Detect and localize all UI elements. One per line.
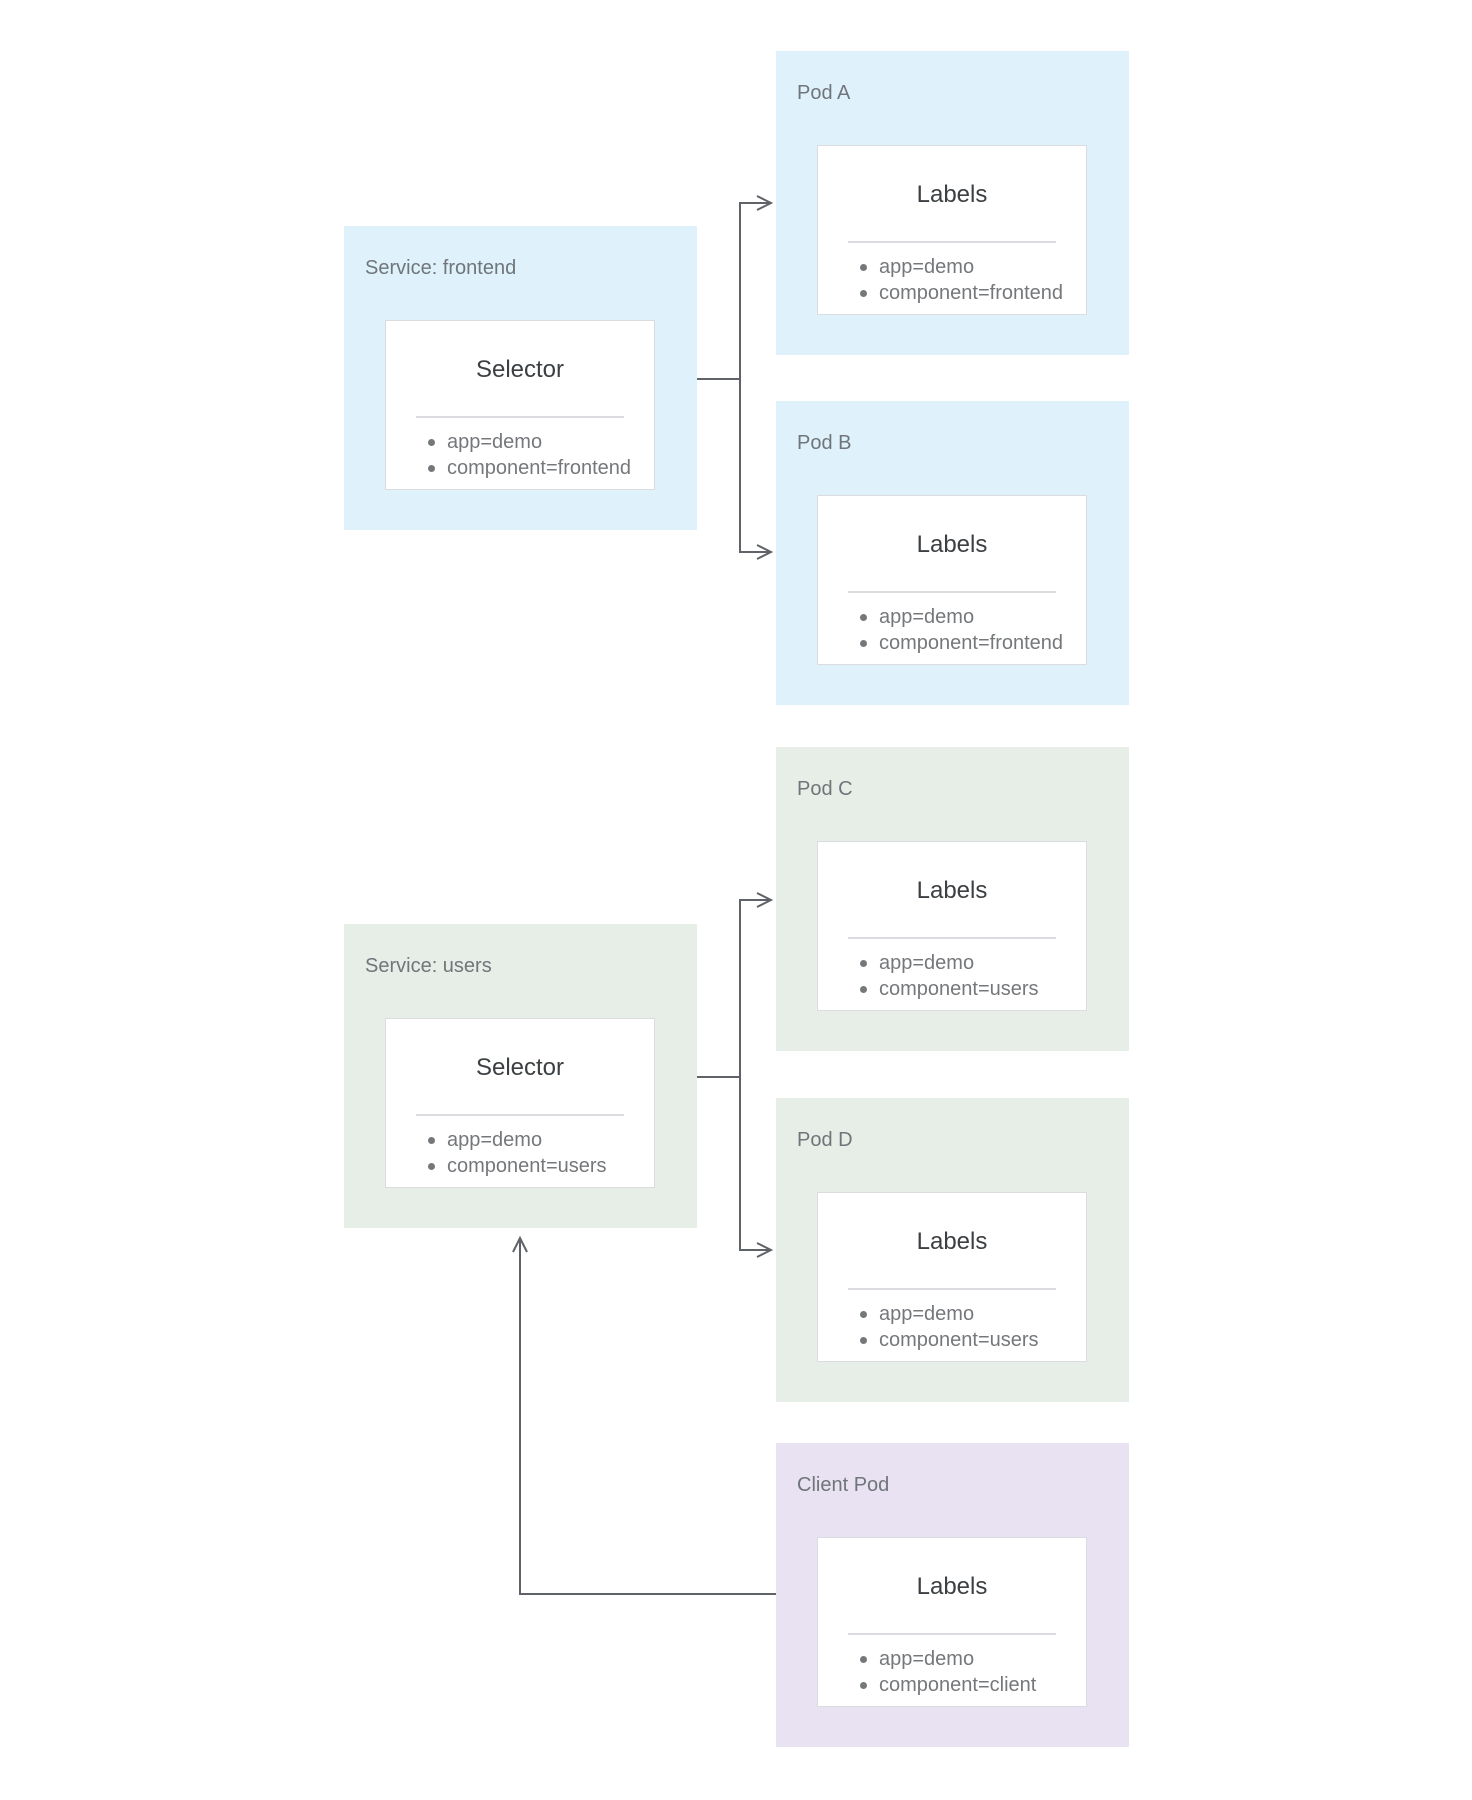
label-item-text: component=frontend [447, 456, 632, 479]
arrow-service-users-to-pod-d [739, 1077, 774, 1258]
card-service-users: Service: users Selector app=demo compone… [344, 924, 697, 1228]
divider [848, 1633, 1056, 1635]
divider [416, 416, 624, 418]
label-item-text: app=demo [879, 1647, 975, 1670]
label-item-text: component=users [879, 1328, 1039, 1351]
label-item-text: app=demo [879, 1302, 975, 1325]
bullet-dot-icon [860, 613, 867, 621]
panel-heading: Selector [475, 356, 565, 383]
label-list: app=demo component=users [428, 1127, 646, 1179]
bullet-dot-icon [860, 1655, 867, 1663]
label-item: component=frontend [860, 280, 1078, 306]
labels-panel: Labels app=demo component=users [817, 841, 1087, 1011]
bullet-dot-icon [428, 1162, 435, 1170]
label-item-text: app=demo [879, 605, 975, 628]
bullet-dot-icon [860, 289, 867, 297]
divider [848, 591, 1056, 593]
labels-panel: Labels app=demo component=client [817, 1537, 1087, 1707]
bullet-dot-icon [860, 639, 867, 647]
arrow-service-frontend-to-pod-b [739, 379, 774, 560]
card-title: Service: users [365, 955, 492, 977]
panel-heading: Labels [916, 877, 988, 904]
label-item: app=demo [428, 1127, 646, 1153]
bullet-dot-icon [860, 1310, 867, 1318]
label-item-text: component=frontend [879, 631, 1064, 654]
bullet-dot-icon [428, 1136, 435, 1144]
label-list: app=demo component=frontend [860, 604, 1078, 656]
divider [848, 1288, 1056, 1290]
arrow-service-frontend-to-pod-a [697, 195, 774, 380]
label-item: app=demo [860, 1646, 1078, 1672]
card-title: Pod B [797, 432, 852, 454]
bullet-dot-icon [428, 464, 435, 472]
label-item-text: app=demo [879, 951, 975, 974]
bullet-dot-icon [860, 1336, 867, 1344]
panel-heading: Labels [916, 1228, 988, 1255]
label-item: component=frontend [428, 455, 646, 481]
label-item: component=frontend [860, 630, 1078, 656]
card-service-frontend: Service: frontend Selector app=demo comp… [344, 226, 697, 530]
card-pod-d: Pod D Labels app=demo component=users [776, 1098, 1129, 1402]
label-item: app=demo [860, 254, 1078, 280]
labels-panel: Labels app=demo component=users [817, 1192, 1087, 1362]
label-item-text: component=client [879, 1673, 1037, 1696]
label-item: component=users [428, 1153, 646, 1179]
label-item-text: component=frontend [879, 281, 1064, 304]
card-title: Client Pod [797, 1474, 890, 1496]
divider [416, 1114, 624, 1116]
card-title: Pod C [797, 778, 853, 800]
label-item-text: app=demo [879, 255, 975, 278]
label-list: app=demo component=users [860, 950, 1078, 1002]
bullet-dot-icon [860, 985, 867, 993]
card-pod-b: Pod B Labels app=demo component=frontend [776, 401, 1129, 705]
label-item-text: component=users [447, 1154, 607, 1177]
label-item: app=demo [860, 604, 1078, 630]
selector-panel: Selector app=demo component=users [385, 1018, 655, 1188]
label-item: component=users [860, 976, 1078, 1002]
arrow-client-pod-to-service-users [512, 1235, 776, 1595]
label-item: app=demo [428, 429, 646, 455]
divider [848, 241, 1056, 243]
label-item: component=users [860, 1327, 1078, 1353]
card-pod-c: Pod C Labels app=demo component=users [776, 747, 1129, 1051]
label-item: app=demo [860, 1301, 1078, 1327]
label-item-text: app=demo [447, 430, 543, 453]
labels-panel: Labels app=demo component=frontend [817, 145, 1087, 315]
card-title: Service: frontend [365, 257, 517, 279]
card-pod-a: Pod A Labels app=demo component=frontend [776, 51, 1129, 355]
card-title: Pod A [797, 82, 851, 104]
label-list: app=demo component=client [860, 1646, 1078, 1698]
label-item: app=demo [860, 950, 1078, 976]
panel-heading: Labels [916, 531, 988, 558]
card-title: Pod D [797, 1129, 853, 1151]
arrow-service-users-to-pod-c [697, 892, 774, 1078]
label-list: app=demo component=users [860, 1301, 1078, 1353]
label-item: component=client [860, 1672, 1078, 1698]
bullet-dot-icon [860, 959, 867, 967]
bullet-dot-icon [860, 1681, 867, 1689]
panel-heading: Selector [475, 1054, 565, 1081]
label-item-text: component=users [879, 977, 1039, 1000]
divider [848, 937, 1056, 939]
panel-heading: Labels [916, 181, 988, 208]
label-item-text: app=demo [447, 1128, 543, 1151]
labels-panel: Labels app=demo component=frontend [817, 495, 1087, 665]
bullet-dot-icon [428, 438, 435, 446]
label-list: app=demo component=frontend [428, 429, 646, 481]
panel-heading: Labels [916, 1573, 988, 1600]
label-list: app=demo component=frontend [860, 254, 1078, 306]
selector-panel: Selector app=demo component=frontend [385, 320, 655, 490]
card-client-pod: Client Pod Labels app=demo component=cli… [776, 1443, 1129, 1747]
bullet-dot-icon [860, 263, 867, 271]
